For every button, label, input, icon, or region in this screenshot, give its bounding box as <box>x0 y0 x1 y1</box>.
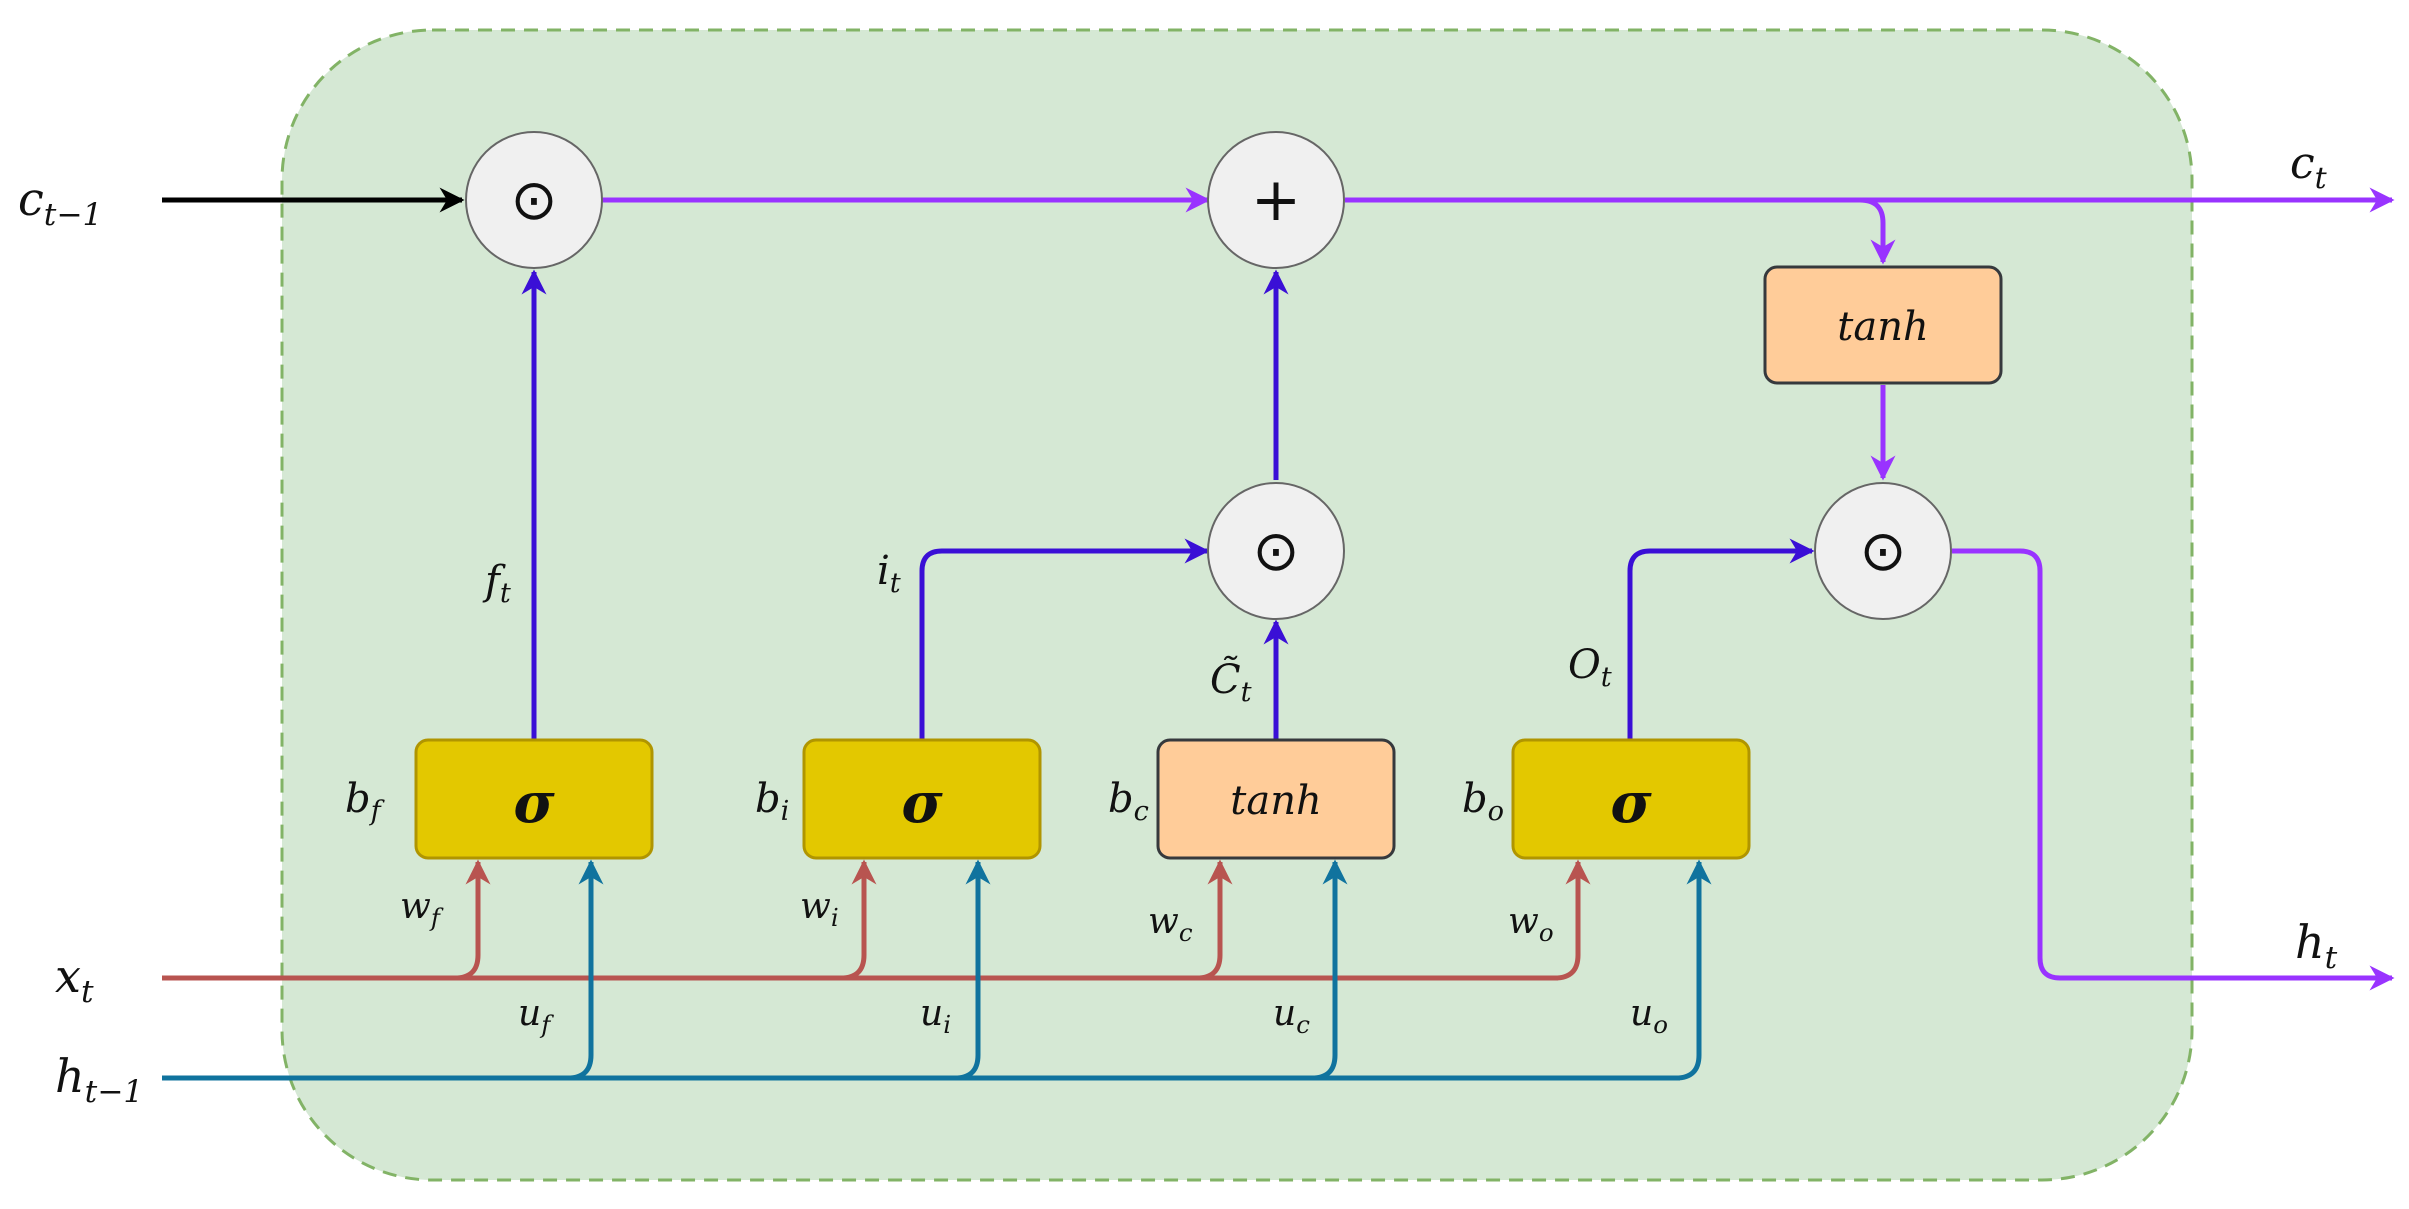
h-to-forget-arrow <box>567 859 604 1081</box>
input-gate-func: σ <box>901 770 943 836</box>
h-to-candidate-arrow <box>1311 859 1348 1081</box>
multiply-icon: ⊙ <box>1253 519 1300 584</box>
label-w-i: wi <box>800 886 839 932</box>
label-b-i: bi <box>755 776 789 827</box>
label-b-f: bf <box>345 776 386 827</box>
label-o-t: Ot <box>1568 642 1612 693</box>
h-to-output-arrow <box>1675 859 1712 1081</box>
forget-gate-box <box>414 738 654 860</box>
x-to-forget-arrow <box>454 859 491 981</box>
label-h-t: ht <box>2295 915 2338 976</box>
output-gate-arrow <box>1627 538 1815 740</box>
label-u-i: ui <box>920 993 951 1039</box>
multiply-icon: ⊙ <box>1860 519 1907 584</box>
candidate-gate-func: tanh <box>1230 778 1321 824</box>
input-multiply-op: ⊙ <box>1207 482 1345 620</box>
output-tanh-func: tanh <box>1837 304 1928 350</box>
x-to-input-arrow <box>840 859 877 981</box>
x-to-candidate-arrow <box>1196 859 1233 981</box>
label-u-c: uc <box>1273 993 1310 1039</box>
label-c-t: ct <box>2290 138 2328 196</box>
h-to-input-arrow <box>954 859 991 1081</box>
label-x-t: xt <box>55 949 94 1010</box>
label-w-o: wo <box>1508 901 1554 947</box>
forget-multiply-op: ⊙ <box>465 131 603 269</box>
input-gate-arrow <box>919 538 1210 740</box>
multiply-icon: ⊙ <box>511 168 558 233</box>
label-u-o: uo <box>1630 993 1668 1039</box>
output-gate-func: σ <box>1610 770 1652 836</box>
x-to-output-arrow <box>1554 859 1591 981</box>
label-c-tilde-t: C̃t <box>1210 656 1252 708</box>
output-multiply-op: ⊙ <box>1814 482 1952 620</box>
label-b-o: bo <box>1462 776 1504 827</box>
cell-state-to-tanh-arrow <box>1859 197 1896 265</box>
input-gate-box <box>802 738 1042 860</box>
output-tanh-box <box>1763 265 2003 385</box>
hidden-output-arrow <box>1952 548 2395 991</box>
label-c-prev: ct−1 <box>18 172 102 233</box>
candidate-tanh-box <box>1156 738 1396 860</box>
plus-icon: + <box>1251 165 1301 235</box>
label-i-t: it <box>877 548 901 599</box>
add-op: + <box>1207 131 1345 269</box>
label-b-c: bc <box>1108 776 1149 827</box>
output-gate-box <box>1511 738 1751 860</box>
forget-gate-func: σ <box>513 770 555 836</box>
label-h-prev: ht−1 <box>55 1049 143 1110</box>
label-w-c: wc <box>1148 901 1193 947</box>
